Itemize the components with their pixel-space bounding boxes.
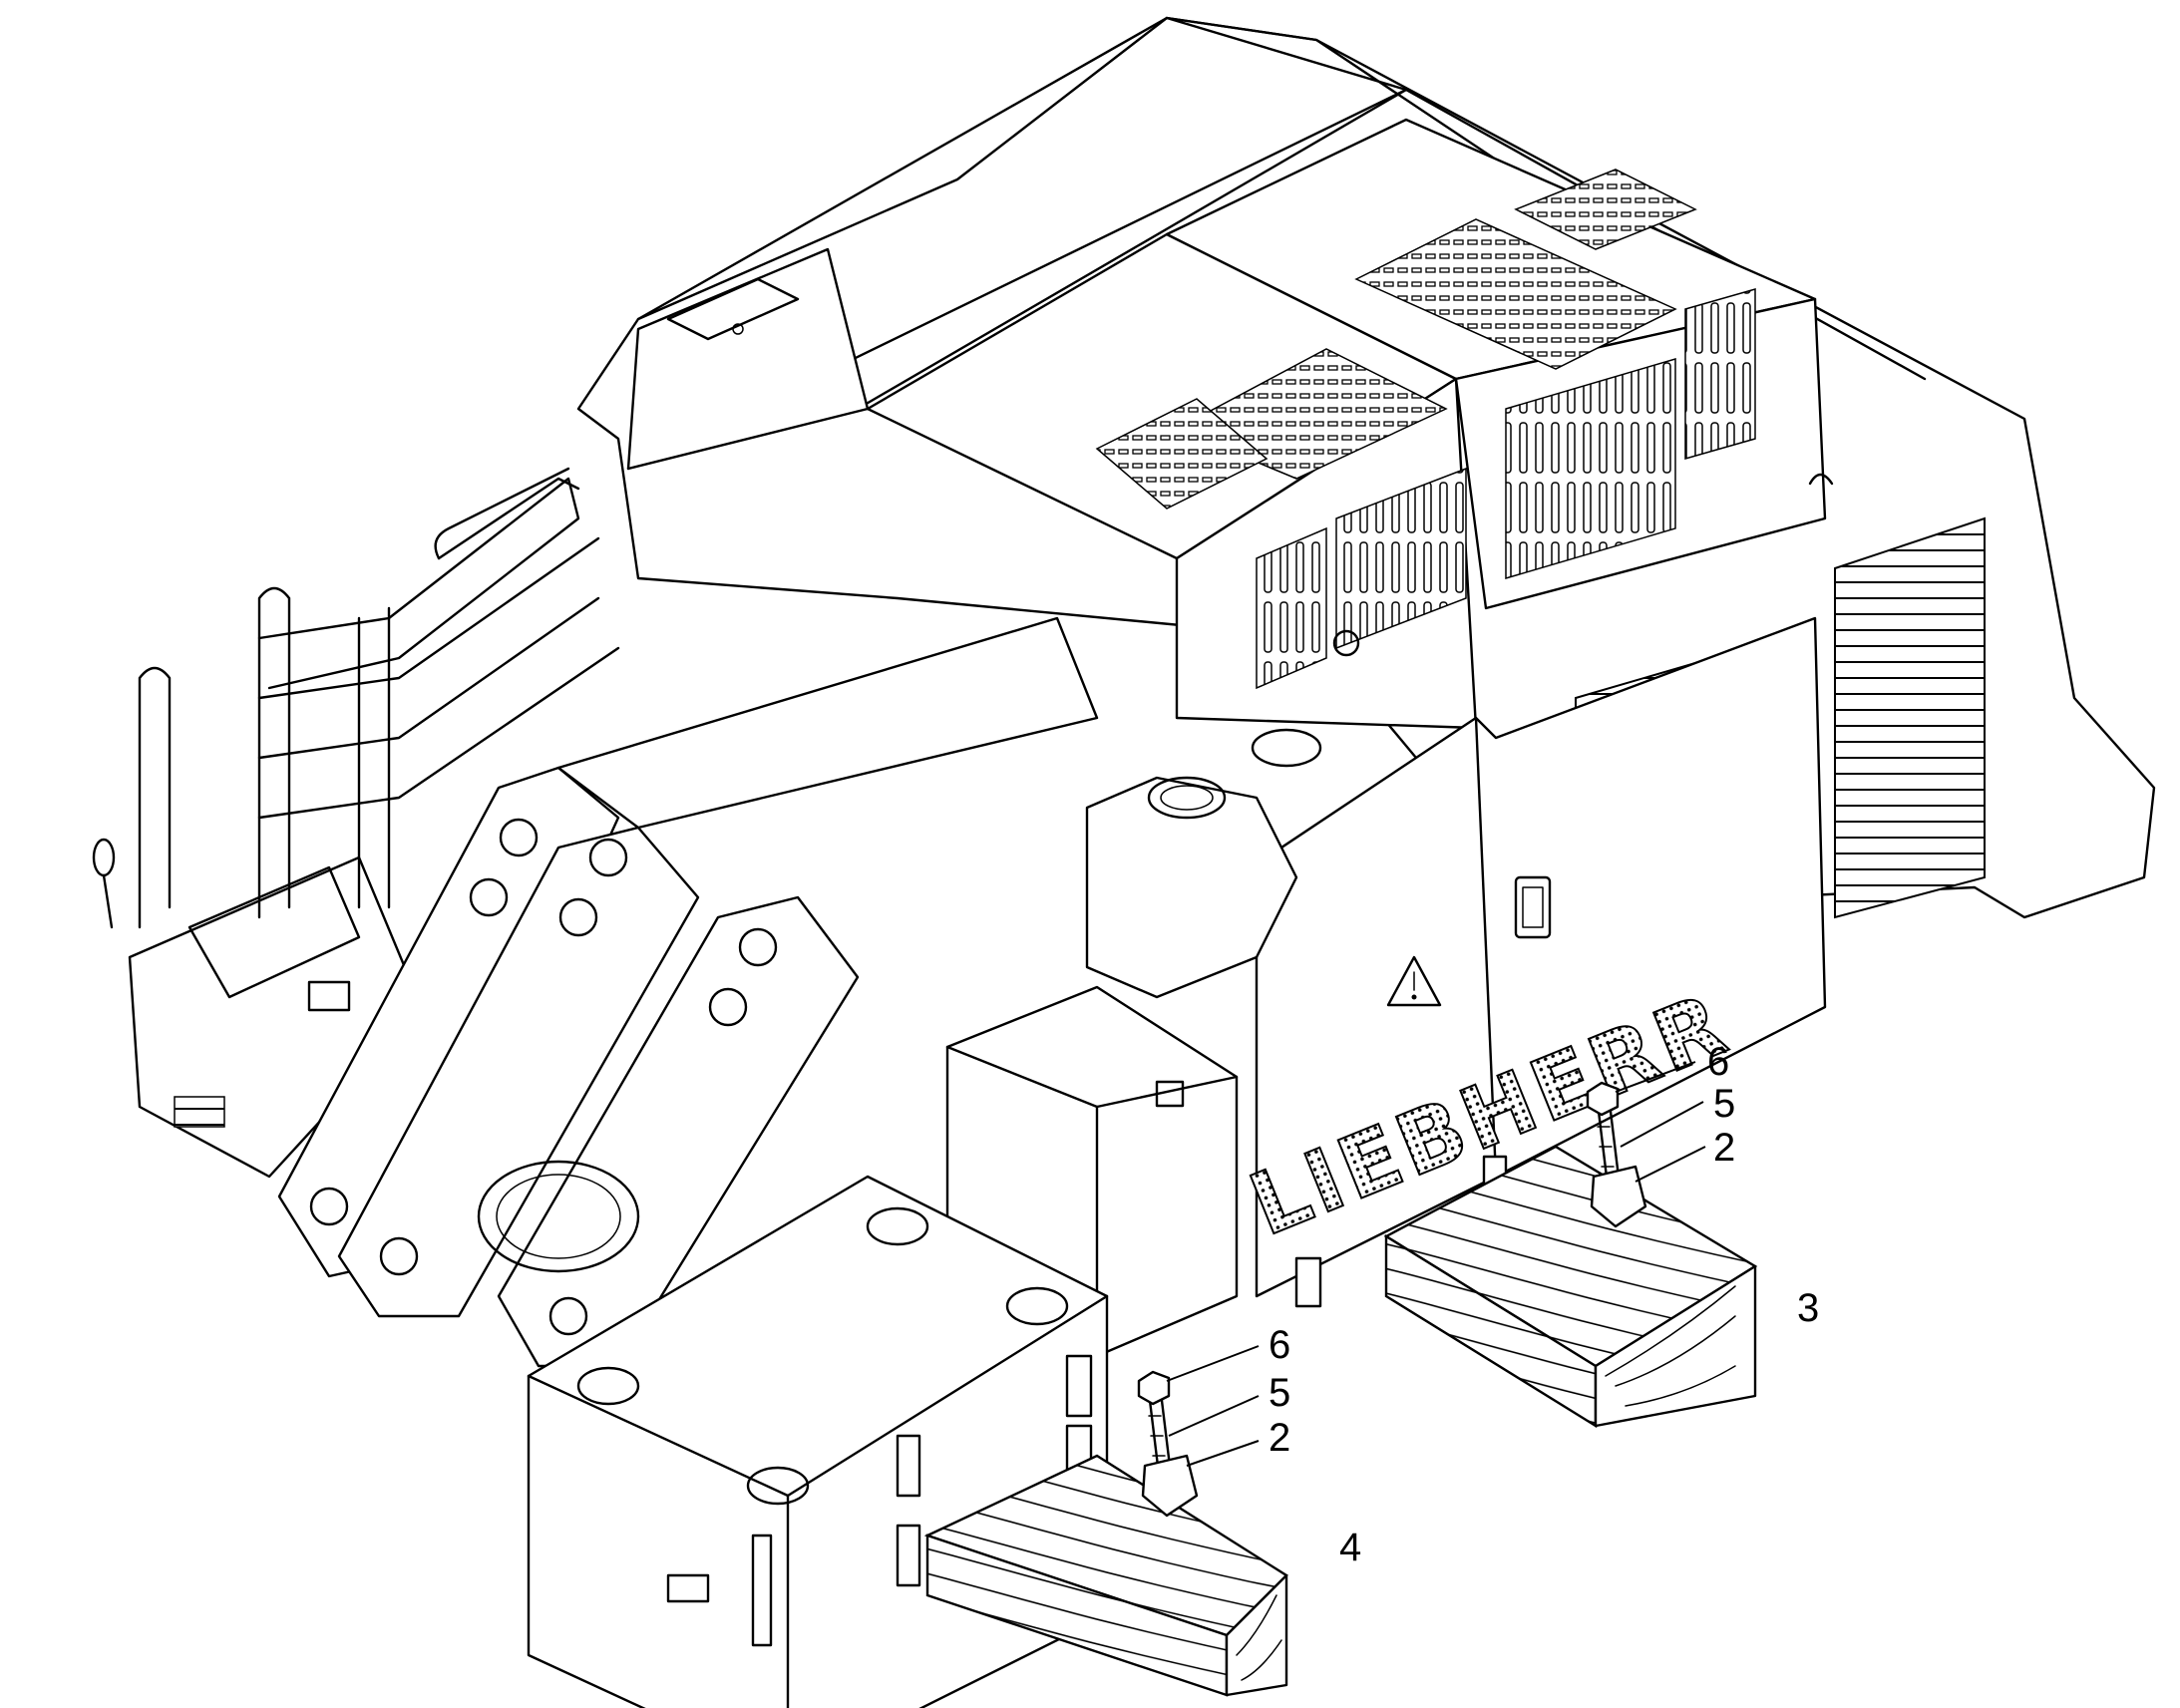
callout-6-rear: 6: [1707, 1040, 1729, 1084]
support-rod-front: [1137, 1370, 1199, 1518]
hex-nut-rear: [1586, 1081, 1620, 1117]
callout-2-front: 2: [1269, 1416, 1290, 1460]
support-rod-rear: [1586, 1081, 1647, 1228]
main-housing: LIEBHERR: [1235, 616, 1827, 1308]
timber-block-4: [923, 1454, 1288, 1697]
callout-5-front: 5: [1269, 1371, 1290, 1415]
boom-foot-frame: [277, 616, 1322, 1368]
callout-leaders: [1166, 1061, 1706, 1467]
warning-triangle-icon: [1386, 955, 1442, 1007]
hex-nut-front: [1137, 1370, 1171, 1406]
callout-2-rear: 2: [1713, 1126, 1735, 1170]
u-bracket-front: [1141, 1454, 1199, 1518]
callout-5-rear: 5: [1713, 1082, 1735, 1126]
callout-6-front: 6: [1269, 1323, 1290, 1367]
callout-3: 3: [1797, 1286, 1819, 1330]
u-bracket-rear: [1590, 1165, 1647, 1228]
callout-labels: 6 5 2 3 6 5 2 4: [1269, 1040, 1819, 1569]
callout-4: 4: [1339, 1526, 1361, 1569]
timber-block-3: [1383, 1145, 1758, 1429]
